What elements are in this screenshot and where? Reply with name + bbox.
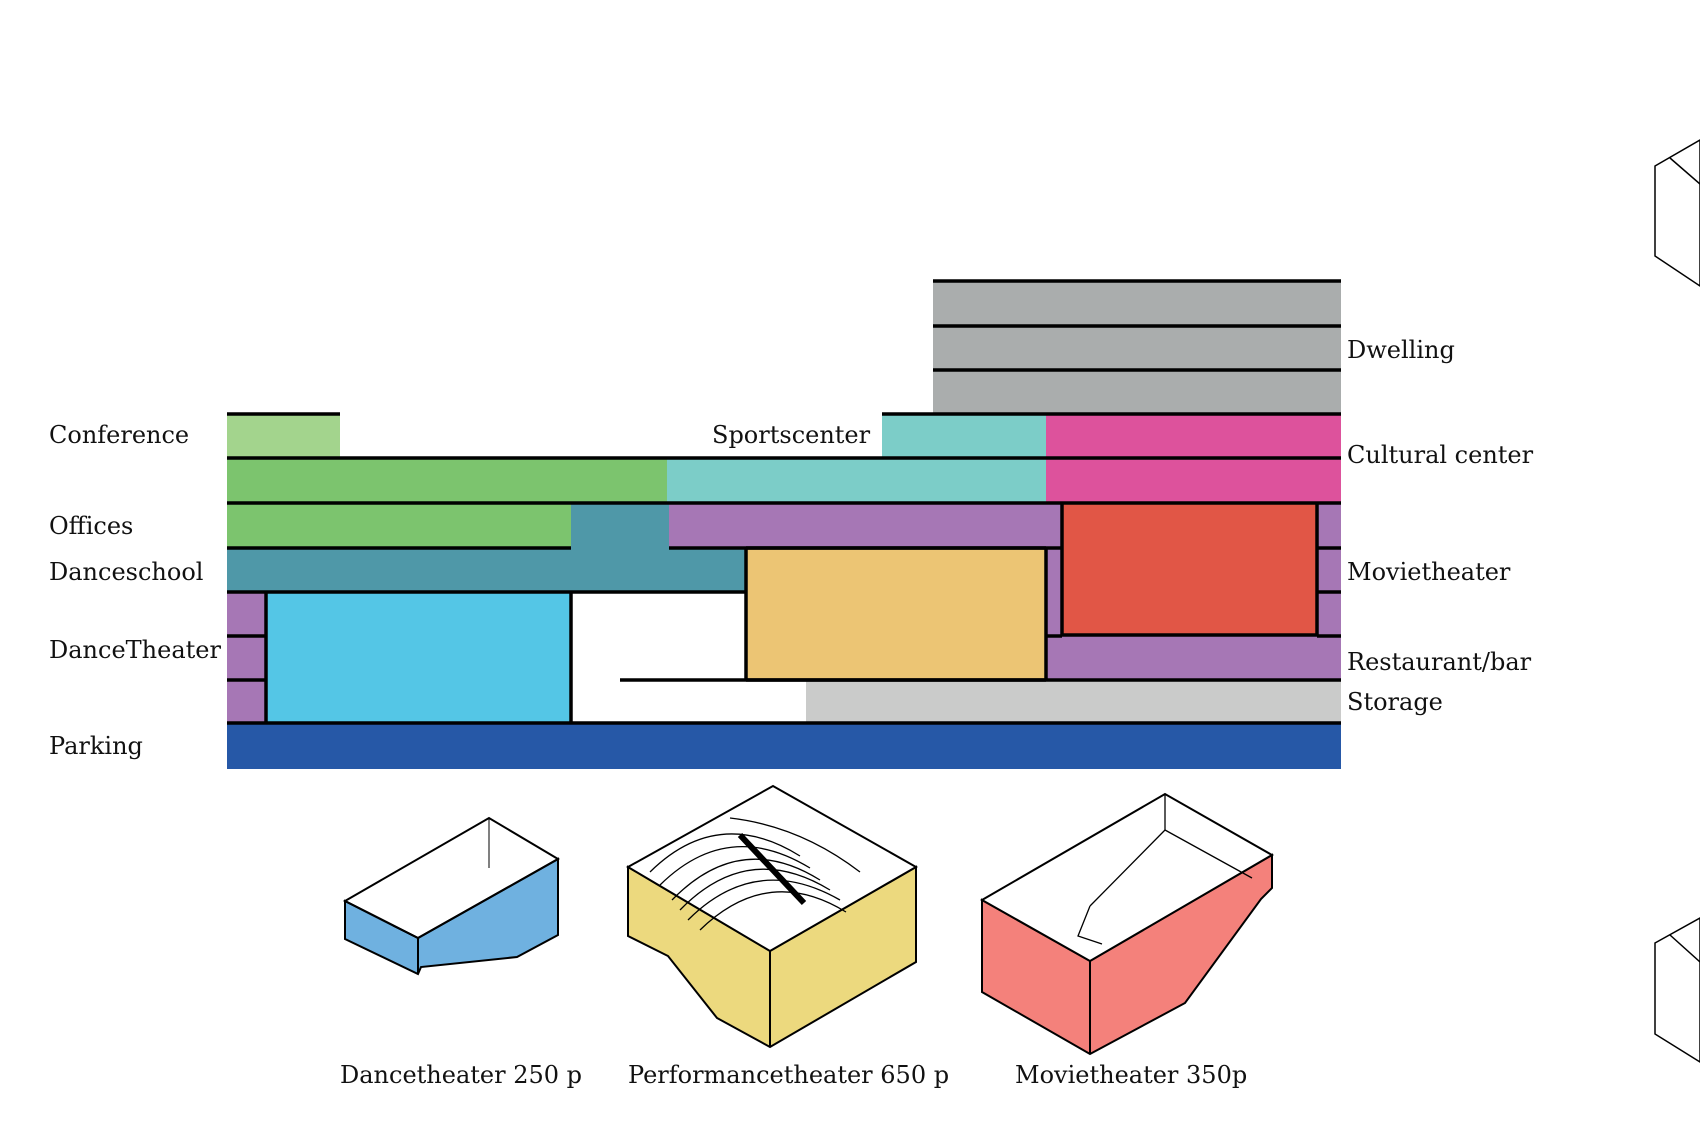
restaurant-bar-block-left bbox=[227, 592, 266, 723]
danceschool-block-lower bbox=[227, 548, 746, 592]
conference-block bbox=[227, 414, 340, 458]
dwelling-block bbox=[933, 281, 1341, 414]
label-sportscenter: Sportscenter bbox=[712, 421, 871, 449]
label-restaurant-bar: Restaurant/bar bbox=[1347, 648, 1532, 676]
cultural-center-block-upper bbox=[1046, 414, 1341, 458]
label-danceschool: Danceschool bbox=[49, 558, 204, 586]
movietheater-block bbox=[1062, 503, 1317, 635]
label-movietheater: Movietheater bbox=[1347, 558, 1511, 586]
sportscenter-block-upper bbox=[882, 414, 1046, 458]
edge-fragment-lower bbox=[1654, 917, 1700, 1063]
label-storage: Storage bbox=[1347, 688, 1443, 716]
label-dancetheater: DanceTheater bbox=[49, 636, 221, 664]
label-parking: Parking bbox=[49, 732, 143, 760]
label-dwelling: Dwelling bbox=[1347, 336, 1455, 364]
danceschool-block-upper bbox=[571, 503, 669, 548]
offices-block-lower bbox=[227, 503, 571, 548]
label-conference: Conference bbox=[49, 421, 190, 449]
sportscenter-block-lower bbox=[667, 458, 1046, 503]
label-offices: Offices bbox=[49, 512, 134, 540]
parking-block bbox=[227, 723, 1341, 769]
performancetheater-block bbox=[746, 548, 1046, 680]
caption-dancetheater: Dancetheater 250 p bbox=[340, 1061, 583, 1089]
iso-movietheater bbox=[979, 792, 1275, 1056]
storage-block bbox=[806, 680, 1341, 723]
offices-block-upper bbox=[227, 458, 667, 503]
restaurant-bar-block-lower bbox=[1046, 636, 1341, 680]
edge-fragment-upper bbox=[1654, 139, 1700, 287]
floor-lines bbox=[227, 279, 1341, 725]
iso-performancetheater bbox=[625, 784, 919, 1049]
caption-movietheater: Movietheater 350p bbox=[1015, 1061, 1248, 1089]
label-cultural-center: Cultural center bbox=[1347, 441, 1534, 469]
cultural-center-block-lower bbox=[1046, 458, 1341, 503]
iso-dancetheater bbox=[342, 816, 560, 976]
caption-performancetheater: Performancetheater 650 p bbox=[628, 1061, 950, 1089]
dancetheater-block bbox=[266, 592, 571, 723]
